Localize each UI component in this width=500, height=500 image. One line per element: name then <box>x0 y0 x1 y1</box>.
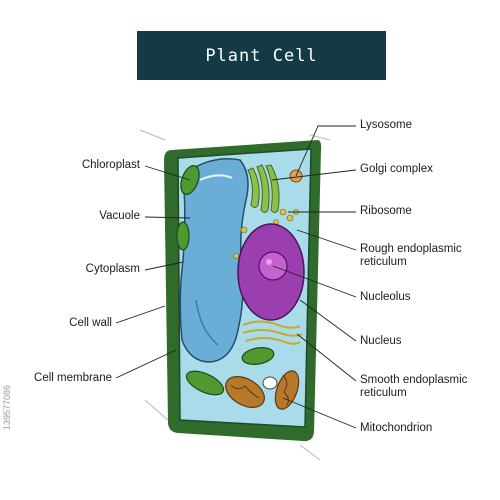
chloroplasts <box>176 165 275 396</box>
label-vacuole: Vacuole <box>99 210 140 222</box>
label-rough-er: Rough endoplasmic reticulum <box>360 243 462 268</box>
title-banner: Plant Cell <box>137 31 386 80</box>
label-ribosome: Ribosome <box>360 205 412 217</box>
golgi-complex <box>247 164 280 213</box>
stock-id-text: 139577086 <box>2 385 12 431</box>
label-cell-wall: Cell wall <box>69 317 112 329</box>
leader-lines <box>115 125 357 429</box>
label-smooth-er: Smooth endoplasmic reticulum <box>360 374 468 399</box>
ribosomes <box>233 208 299 259</box>
label-mitochondrion: Mitochondrion <box>360 422 433 434</box>
nucleolus-highlight <box>266 259 272 265</box>
label-chloroplast: Chloroplast <box>81 159 140 171</box>
vacuole-highlight <box>199 174 233 181</box>
vesicle <box>262 376 278 390</box>
mitochondria <box>225 370 300 410</box>
label-golgi-complex: Golgi complex <box>360 163 433 175</box>
smooth-er <box>242 320 303 345</box>
vacuole-fold <box>195 299 219 346</box>
label-nucleolus: Nucleolus <box>360 291 411 303</box>
label-cell-membrane: Cell membrane <box>34 372 112 384</box>
diagram-title: Plant Cell <box>205 45 318 66</box>
label-cytoplasm: Cytoplasm <box>85 263 140 275</box>
label-nucleus: Nucleus <box>360 335 402 347</box>
label-lysosome: Lysosome <box>360 119 412 131</box>
